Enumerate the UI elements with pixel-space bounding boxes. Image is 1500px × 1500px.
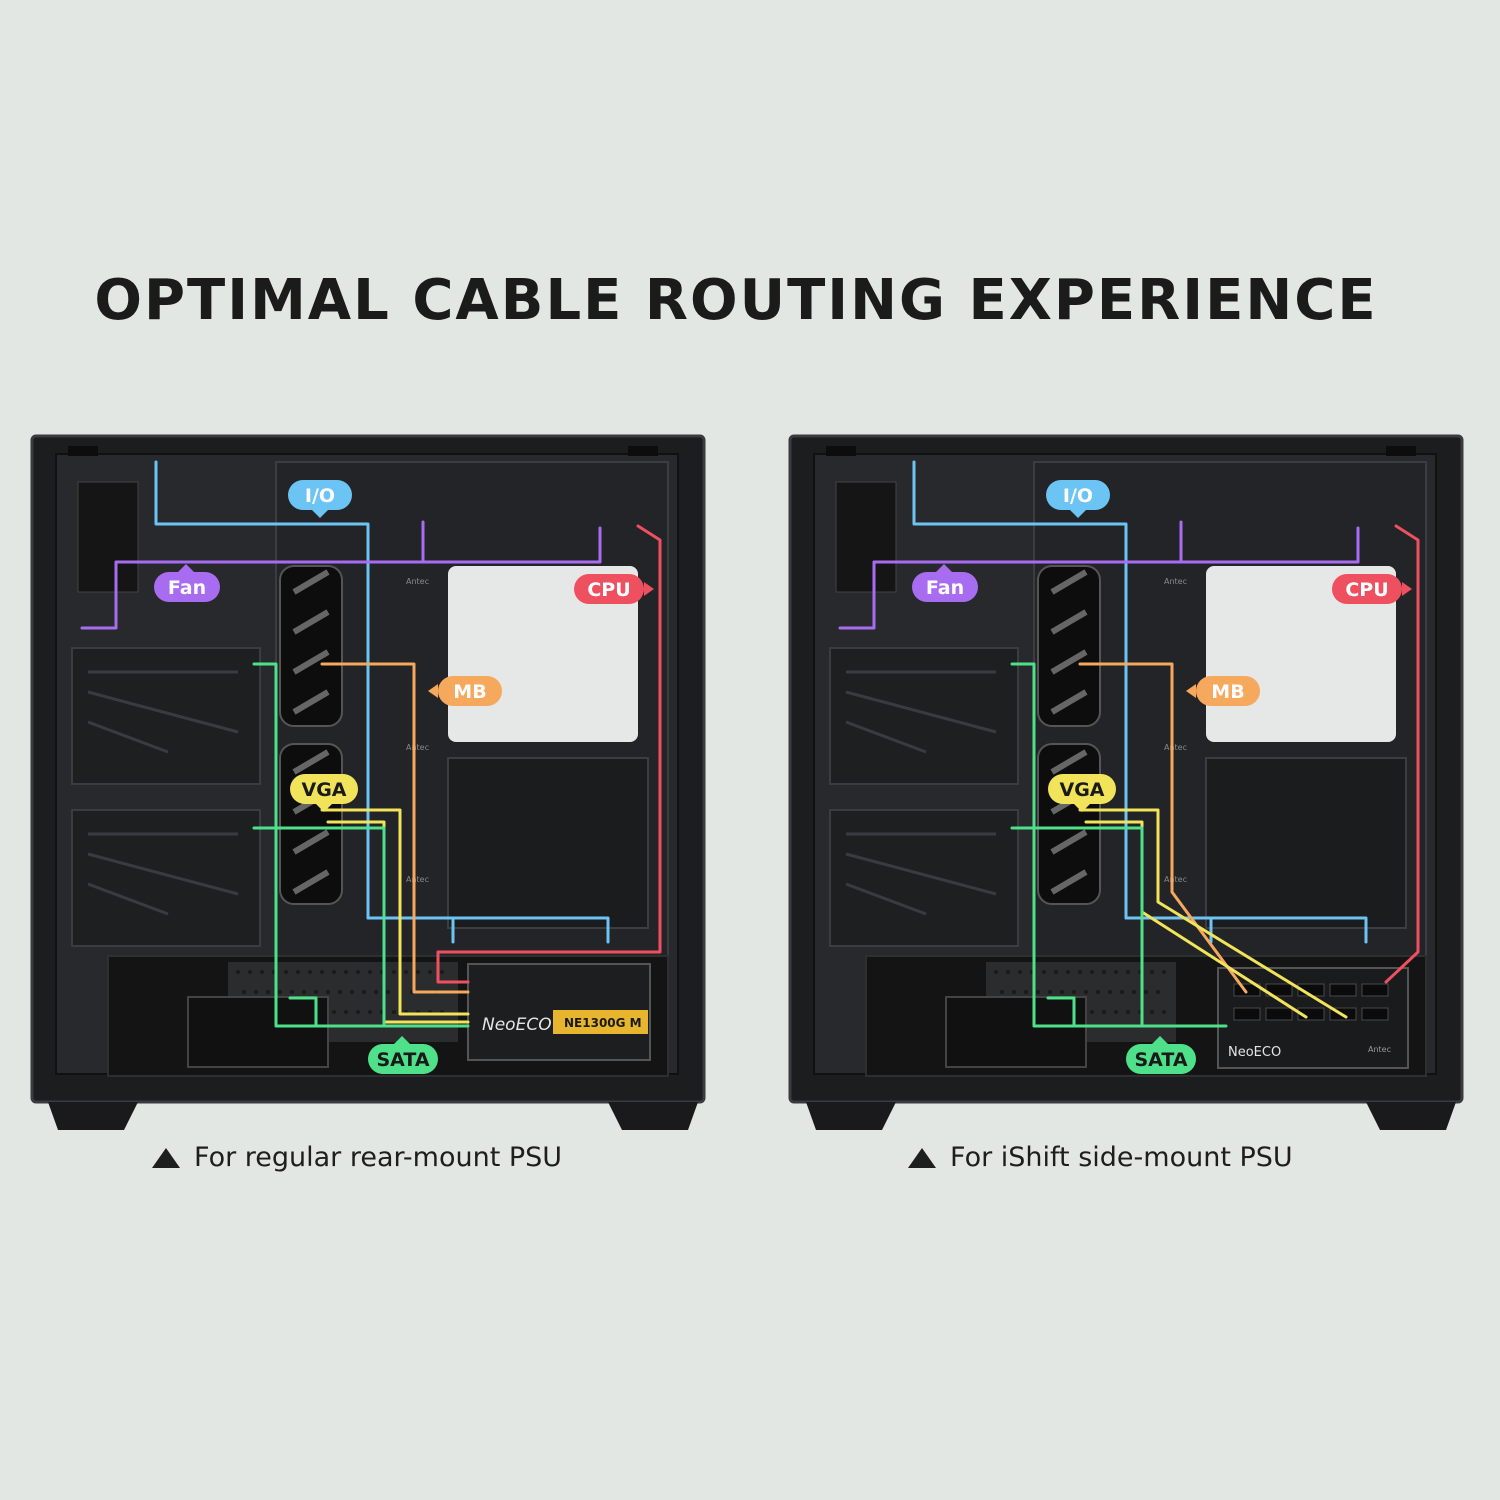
case-rear-mount-psu: Antec Antec Antec NeoECO NE1300G M I/O F… — [30, 434, 706, 1130]
io-cable-branch — [366, 916, 455, 944]
label-vga: VGA — [1048, 774, 1116, 812]
case-foot-left — [806, 1102, 896, 1130]
psu-brand: NeoECO — [482, 1015, 552, 1035]
triangle-up-icon — [152, 1147, 180, 1168]
fan-cable — [80, 526, 602, 630]
label-cpu-text: CPU — [587, 579, 630, 601]
case-foot-left — [48, 1102, 138, 1130]
psu-port — [1233, 1007, 1261, 1021]
label-fan: Fan — [912, 564, 978, 602]
cpu-cable — [1384, 524, 1420, 984]
label-vga: VGA — [290, 774, 358, 812]
case-foot-right — [1366, 1102, 1456, 1130]
psu-model: NE1300G M — [564, 1016, 642, 1030]
fan-cable — [838, 526, 1360, 630]
drive-cage-top — [71, 647, 261, 785]
top-vent — [826, 446, 856, 456]
label-cpu: CPU — [1332, 574, 1412, 604]
label-sata-text: SATA — [376, 1049, 429, 1071]
label-io: I/O — [288, 480, 352, 518]
top-vent — [1386, 446, 1416, 456]
sata-cable-branch — [252, 826, 386, 1028]
label-sata-text: SATA — [1134, 1049, 1187, 1071]
sata-cable — [1010, 662, 1228, 1028]
label-mb: MB — [428, 676, 502, 706]
fan-hub — [835, 481, 897, 593]
label-vga-text: VGA — [1059, 779, 1104, 801]
label-cpu: CPU — [574, 574, 654, 604]
caption-rear-mount-text: For regular rear-mount PSU — [194, 1142, 563, 1173]
mb-cable — [1078, 662, 1248, 994]
caption-side-mount: For iShift side-mount PSU — [908, 1142, 1293, 1173]
psu-label-band — [553, 1010, 648, 1034]
vga-cable — [320, 808, 470, 1016]
case-side-mount-psu: Antec Antec Antec NeoECO Antec — [788, 434, 1464, 1130]
caption-rear-mount: For regular rear-mount PSU — [152, 1142, 562, 1173]
back-plate — [447, 757, 649, 929]
psu-brand: NeoECO — [1228, 1045, 1281, 1060]
mb-cable — [320, 662, 470, 994]
label-io-text: I/O — [1063, 485, 1093, 507]
brand-mark: Antec — [406, 875, 429, 884]
grommet-slot — [279, 565, 343, 727]
vga-cable — [1078, 808, 1348, 1019]
triangle-up-icon — [908, 1147, 936, 1168]
label-cpu-text: CPU — [1345, 579, 1388, 601]
drive-cage-bottom — [71, 809, 261, 947]
label-mb: MB — [1186, 676, 1260, 706]
sata-cable — [252, 662, 470, 1028]
fan-hub — [77, 481, 139, 593]
sata-cable-drive — [1046, 996, 1076, 1028]
label-vga-text: VGA — [301, 779, 346, 801]
caption-side-mount-text: For iShift side-mount PSU — [950, 1142, 1293, 1173]
hdd-bay — [945, 996, 1087, 1068]
drive-cage-top — [829, 647, 1019, 785]
label-fan: Fan — [154, 564, 220, 602]
brand-mark: Antec — [1164, 743, 1187, 752]
brand-mark: Antec — [1164, 577, 1187, 586]
label-sata: SATA — [1126, 1036, 1196, 1074]
brand-mark: Antec — [406, 577, 429, 586]
cpu-cable — [436, 524, 662, 984]
label-mb-text: MB — [453, 681, 486, 703]
brand-mark: Antec — [1164, 875, 1187, 884]
label-fan-text: Fan — [168, 577, 206, 599]
psu-port — [1361, 1007, 1389, 1021]
label-mb-text: MB — [1211, 681, 1244, 703]
top-vent — [68, 446, 98, 456]
psu-port — [1265, 1007, 1293, 1021]
drive-cage-bottom — [829, 809, 1019, 947]
label-fan-text: Fan — [926, 577, 964, 599]
hdd-bay — [187, 996, 329, 1068]
grommet-slot — [1037, 565, 1101, 727]
sata-cable-branch — [1010, 826, 1144, 1028]
label-sata: SATA — [368, 1036, 438, 1074]
label-io-text: I/O — [305, 485, 335, 507]
label-io: I/O — [1046, 480, 1110, 518]
io-cable — [912, 460, 1368, 944]
brand-mark: Antec — [406, 743, 429, 752]
psu-port — [1329, 983, 1357, 997]
page-title: OPTIMAL CABLE ROUTING EXPERIENCE — [94, 268, 1378, 333]
case-foot-right — [608, 1102, 698, 1130]
brand-mark: Antec — [1368, 1045, 1391, 1054]
io-cable — [154, 460, 610, 944]
psu-port — [1361, 983, 1389, 997]
sata-cable-drive — [288, 996, 318, 1028]
back-plate — [1205, 757, 1407, 929]
top-vent — [628, 446, 658, 456]
